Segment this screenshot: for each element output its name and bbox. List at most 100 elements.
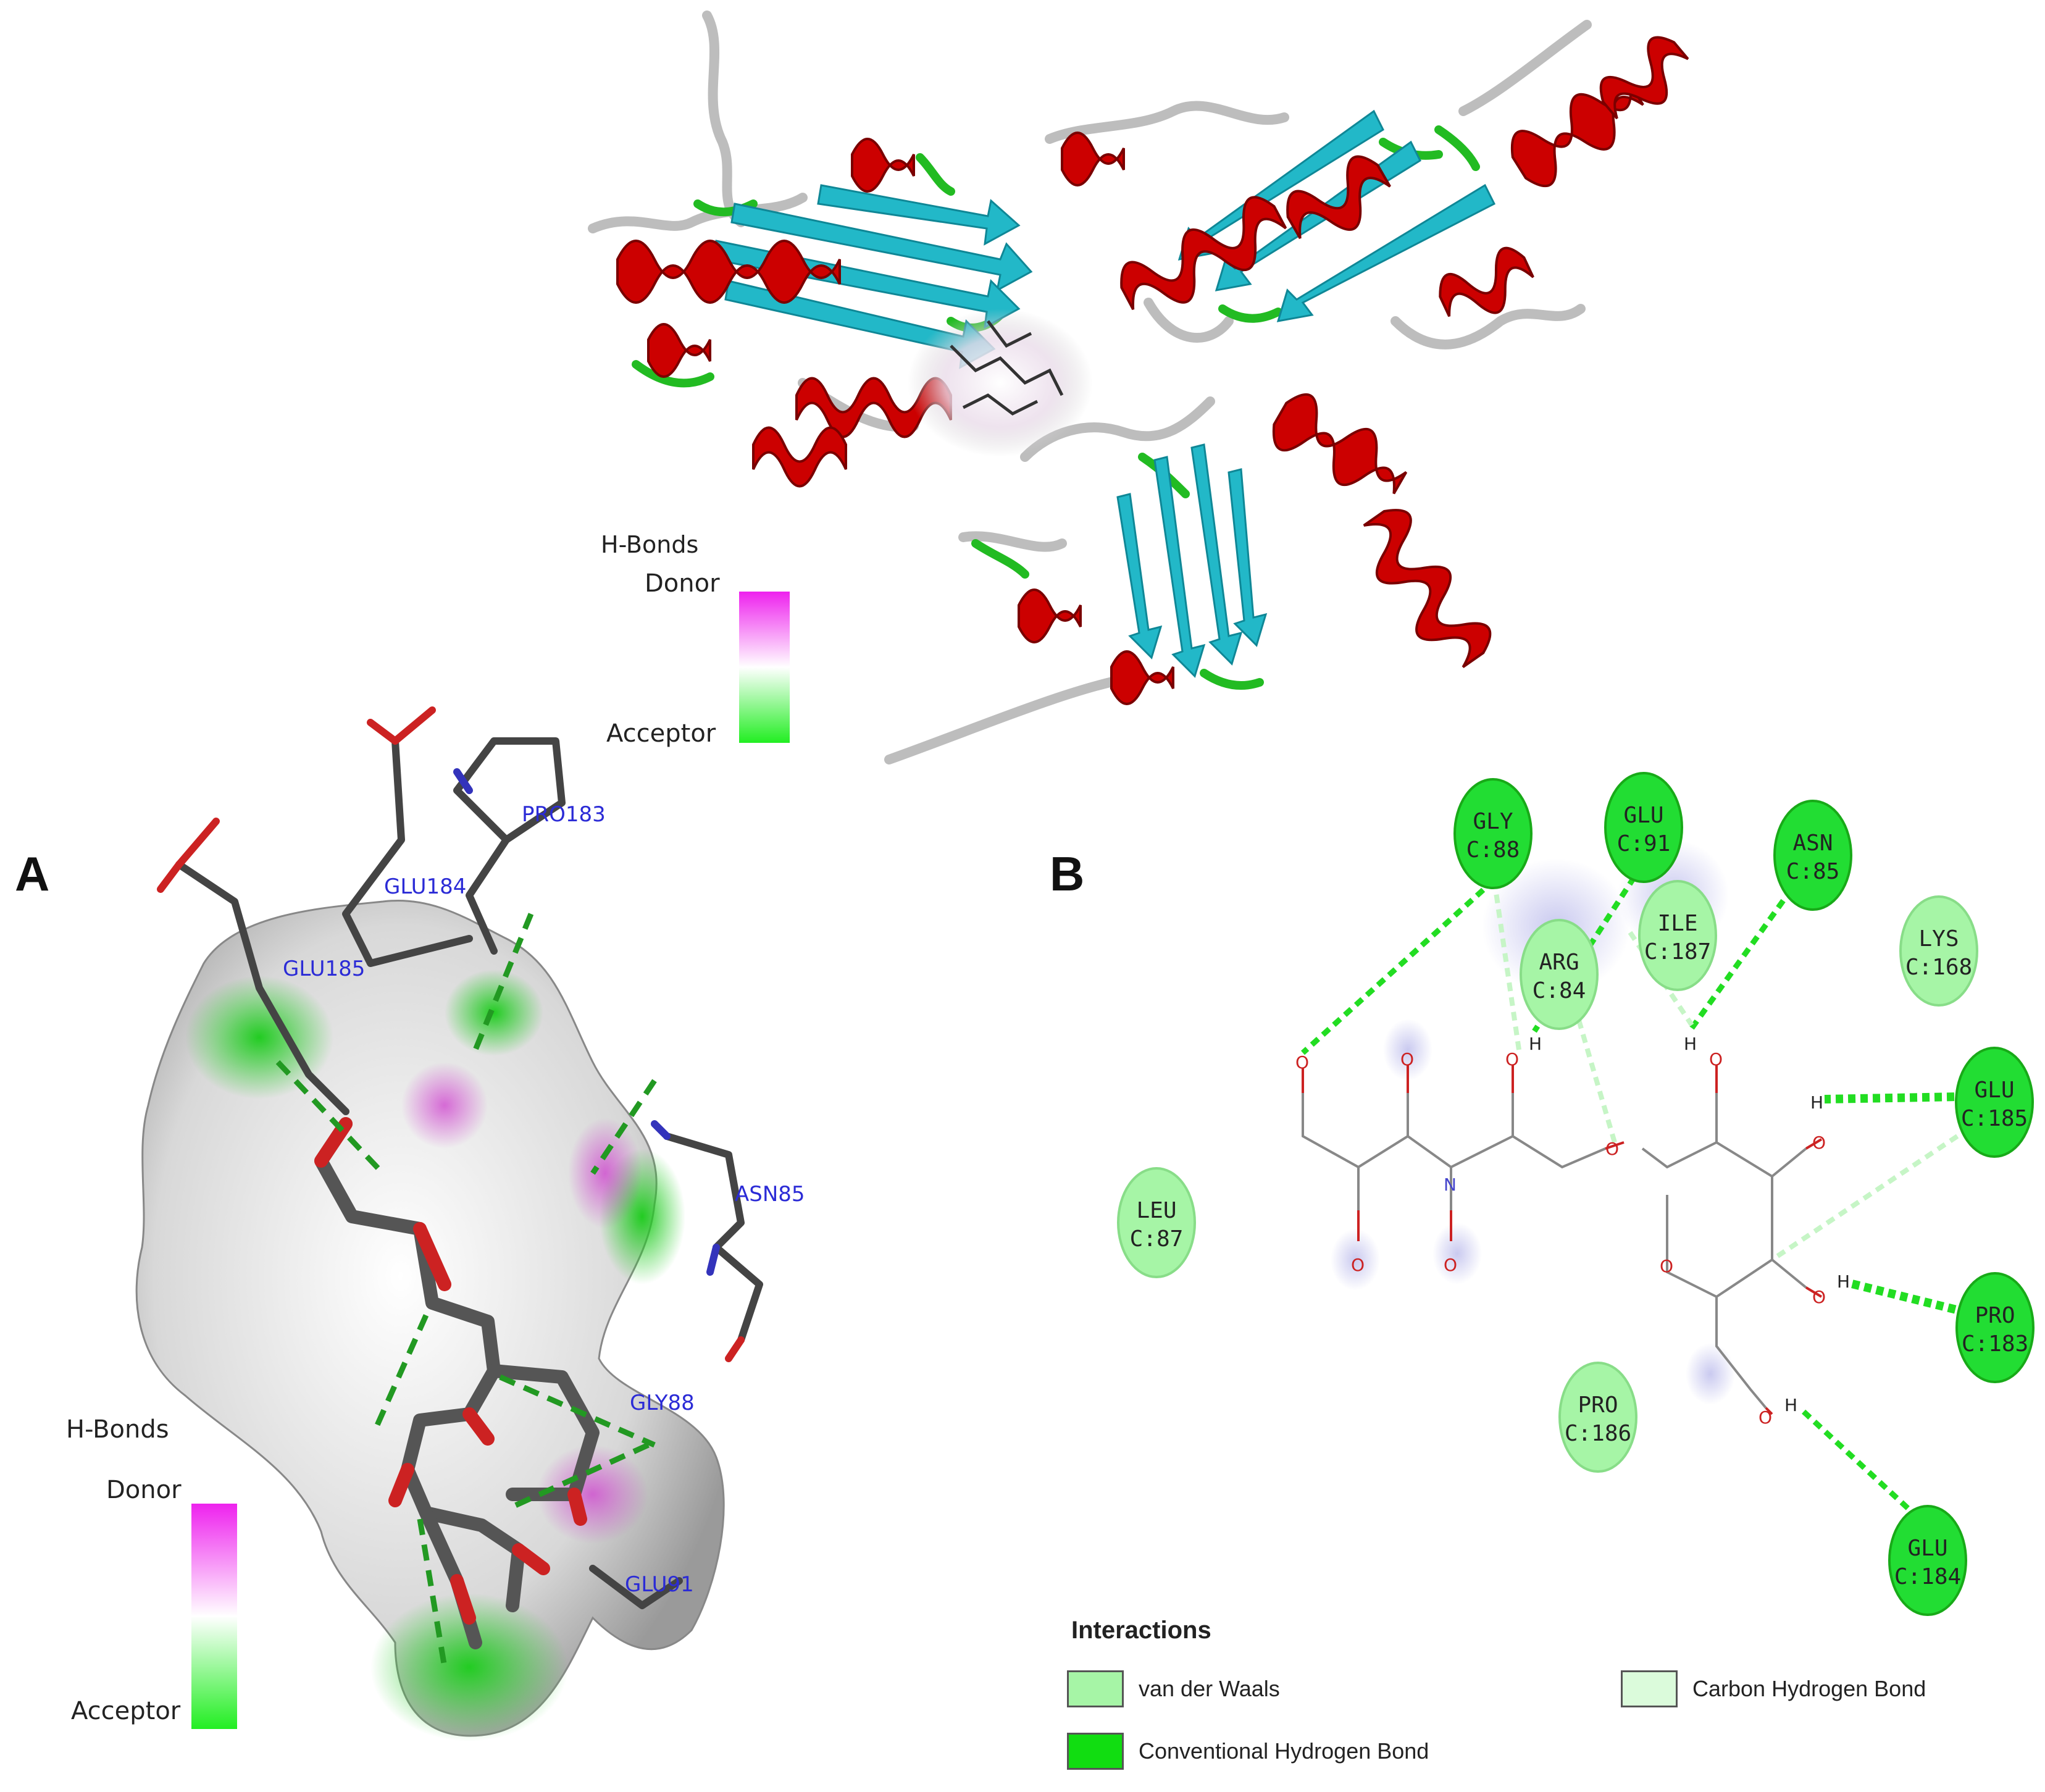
acceptor-patch [445, 969, 543, 1056]
donor-patch [568, 1118, 642, 1229]
residue-id: C:85 [1786, 859, 1840, 884]
ligand-heteroatom-bonds [1302, 1065, 1823, 1415]
residue-name: GLU [1907, 1536, 1947, 1561]
legend-swatch-carbon-hbond [1621, 1670, 1678, 1707]
atom-o: O [1295, 1052, 1309, 1073]
residue-disc-leu-87: LEU C:87 [1117, 1167, 1196, 1278]
atom-o: O [1660, 1256, 1673, 1276]
residue-disc-ile-187: ILE C:187 [1638, 880, 1717, 991]
hbond-legend-acceptor: Acceptor [606, 719, 716, 748]
legend-item-carbon-hbond: Carbon Hydrogen Bond [1621, 1670, 1926, 1707]
residue-name: LYS [1918, 926, 1959, 952]
legend-label-carbon-hbond: Carbon Hydrogen Bond [1692, 1676, 1926, 1701]
acceptor-patch [370, 1593, 568, 1741]
legend-item-conventional: Conventional Hydrogen Bond [1067, 1733, 1429, 1770]
ligand-surface [908, 309, 1093, 457]
panel-a-surface-view: PRO183 GLU184 GLU185 ASN85 GLY88 GLU91 [135, 706, 805, 1741]
atom-n: N [1444, 1174, 1457, 1195]
residue-name: ARG [1539, 950, 1579, 975]
atom-h: H [1784, 1395, 1797, 1415]
residue-sticks [175, 737, 763, 1609]
residue-id: C:87 [1130, 1226, 1184, 1252]
atom-o: O [1709, 1049, 1723, 1070]
residue-disc-lys-168: LYS C:168 [1899, 895, 1978, 1007]
residue-disc-arg-84: ARG C:84 [1520, 919, 1599, 1030]
residue-label-pro183: PRO183 [522, 802, 606, 827]
solvent-shadow [1432, 1223, 1482, 1284]
residue-name: ASN [1792, 831, 1833, 856]
atom-h: H [1837, 1271, 1850, 1292]
coil-segments [588, 10, 1592, 764]
residue-id: C:183 [1962, 1331, 2028, 1357]
panel-a-residue-labels: PRO183 GLU184 GLU185 ASN85 GLY88 GLU91 [283, 802, 805, 1597]
residue-name: PRO [1975, 1303, 2015, 1328]
residue-heteroatoms [157, 706, 745, 1362]
residue-name: GLU [1623, 803, 1663, 828]
atom-h: H [1810, 1092, 1823, 1113]
residue-id: C:88 [1466, 837, 1520, 863]
solvent-shadow [1383, 1019, 1432, 1081]
residue-disc-pro-186: PRO C:186 [1558, 1362, 1637, 1473]
residue-label-asn85: ASN85 [735, 1182, 805, 1207]
hbond-dashes-a [275, 913, 657, 1668]
hbond-legend-title-a: H-Bonds [66, 1415, 169, 1444]
beta-strands [712, 109, 1496, 678]
atom-h: H [1684, 1034, 1697, 1054]
residue-disc-asn-85: ASN C:85 [1773, 800, 1852, 911]
hbond-gradient-bar [739, 592, 790, 743]
residue-id: C:91 [1617, 831, 1671, 856]
atom-o: O [1400, 1049, 1414, 1070]
atom-o: O [1605, 1139, 1619, 1159]
donor-patch [401, 1062, 488, 1149]
residue-label-glu184: GLU184 [384, 874, 466, 899]
panel-b-2d-interaction-diagram: O O O O O O O O O O O N H H H H H GLY C:8… [1117, 772, 2035, 1616]
hbond-gradient-bar-a [191, 1504, 237, 1729]
solvent-shadow [1686, 1343, 1735, 1405]
residue-name: LEU [1136, 1198, 1176, 1223]
legend-label-conventional: Conventional Hydrogen Bond [1139, 1738, 1429, 1764]
hbond-legend-donor: Donor [645, 569, 720, 598]
residue-id: C:185 [1961, 1106, 2028, 1131]
hbond-legend-acceptor-a: Acceptor [71, 1697, 181, 1725]
solvent-shadow [1331, 1229, 1380, 1291]
residue-disc-gly-88: GLY C:88 [1453, 778, 1533, 889]
residue-id: C:84 [1533, 978, 1586, 1003]
legend-swatch-conventional [1067, 1733, 1124, 1770]
atom-o: O [1812, 1287, 1826, 1307]
interactions-legend-title: Interactions [1071, 1617, 1211, 1644]
legend-swatch-vdw [1067, 1670, 1124, 1707]
panel-a-letter: A [15, 847, 50, 901]
residue-disc-glu-91: GLU C:91 [1604, 772, 1683, 883]
residue-label-gly88: GLY88 [630, 1391, 695, 1415]
residue-disc-pro-183: PRO C:183 [1955, 1272, 2035, 1383]
acceptor-patch [185, 976, 333, 1099]
residue-name: PRO [1578, 1392, 1618, 1418]
atom-o: O [1505, 1049, 1519, 1070]
donor-patch [537, 1445, 648, 1544]
protein-ribbon-view [588, 10, 1689, 764]
residue-name: GLY [1473, 809, 1513, 834]
residue-id: C:184 [1894, 1564, 1961, 1589]
residue-id: C:187 [1644, 939, 1711, 965]
atom-o: O [1759, 1407, 1772, 1428]
legend-label-vdw: van der Waals [1139, 1676, 1280, 1701]
atom-o: O [1351, 1255, 1365, 1275]
atom-o: O [1444, 1255, 1457, 1275]
ligand-atom-labels: O O O O O O O O O O O N H H H H H [1295, 1034, 1850, 1428]
legend-item-vdw: van der Waals [1067, 1670, 1280, 1707]
residue-disc-glu-184: GLU C:184 [1888, 1505, 1967, 1616]
panel-b-letter: B [1050, 847, 1085, 901]
residue-id: C:186 [1565, 1421, 1631, 1446]
hbond-legend-title: H-Bonds [601, 531, 699, 558]
ligand-sticks [950, 320, 1064, 416]
residue-label-glu185: GLU185 [283, 957, 365, 981]
atom-h: H [1529, 1034, 1542, 1054]
residue-name: ILE [1657, 911, 1697, 936]
residue-id: C:168 [1905, 955, 1972, 980]
alpha-helices [616, 36, 1689, 705]
ligand-oxygens [314, 1117, 587, 1625]
atom-o: O [1812, 1133, 1826, 1153]
ligand-skeleton [1302, 1093, 1807, 1409]
hbond-legend-donor-a: Donor [106, 1476, 182, 1504]
